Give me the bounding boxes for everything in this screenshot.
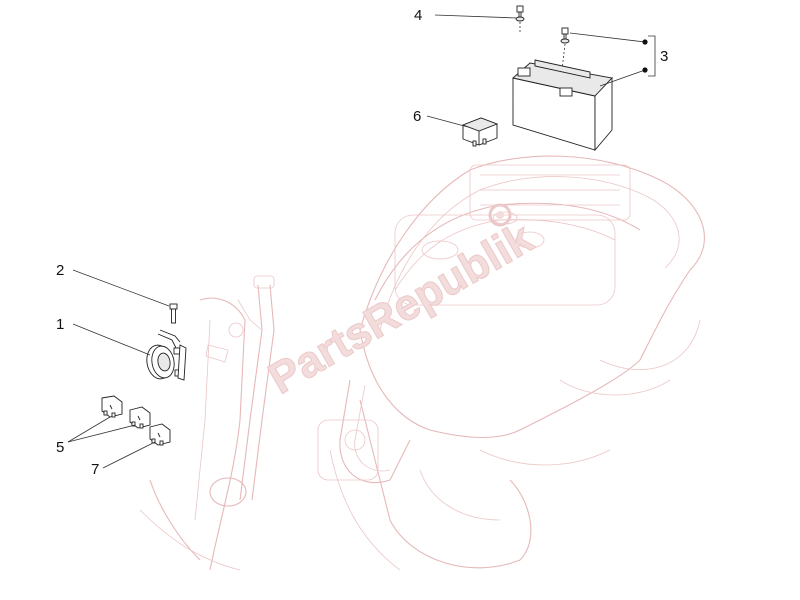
callout-5: 5 (56, 439, 64, 456)
fuse-cap-2 (129, 406, 151, 429)
horn-part (146, 329, 187, 381)
fuse-cap-1 (101, 395, 123, 418)
scooter-frame-outline (139, 155, 705, 571)
fuse-cap-3 (149, 423, 171, 446)
callout-1: 1 (56, 316, 64, 333)
relay-part (461, 117, 499, 147)
callout-6: 6 (413, 108, 421, 125)
horn-screw-part (169, 303, 178, 324)
watermark-gear-icon (488, 203, 512, 227)
watermark-text: PartsRepublik (261, 213, 542, 404)
battery-part (512, 59, 613, 152)
callout-7: 7 (91, 461, 99, 478)
battery-bolt-left (515, 5, 525, 34)
callout-4: 4 (414, 7, 422, 24)
leader-lines (67, 14, 656, 469)
battery-bolt-right (560, 27, 570, 71)
callout-3: 3 (660, 48, 668, 65)
callout-2: 2 (56, 262, 64, 279)
